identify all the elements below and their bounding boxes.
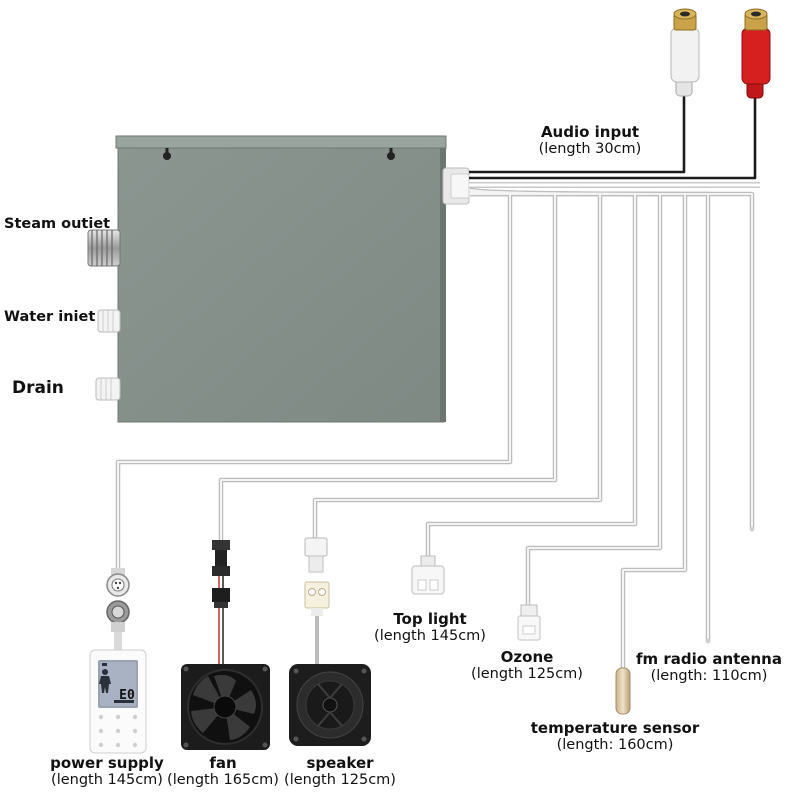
fan-unit [181, 664, 270, 750]
fan-connector-lower [212, 588, 230, 664]
fan-connector-upper [212, 540, 230, 588]
fan-length: (length 165cm) [167, 772, 279, 788]
label-top-light: Top light (length 145cm) [365, 610, 495, 644]
power-supply-name: power supply [50, 754, 164, 772]
speaker-unit [289, 664, 371, 746]
spare-cable-end [749, 526, 755, 532]
speaker-connector-lower [304, 581, 330, 664]
cable-temperature-sensor [470, 191, 688, 668]
speaker-connector-upper [304, 537, 328, 573]
audio-input-length: (length 30cm) [538, 141, 642, 157]
cable-bundle [115, 92, 760, 668]
ozone-connector [517, 604, 541, 641]
label-steam-outlet: Steam outiet [4, 216, 111, 232]
speaker-name: speaker [306, 754, 374, 772]
fan-name: fan [209, 754, 237, 772]
steam-outlet-fitting [87, 229, 121, 267]
fm-antenna-tip [705, 638, 711, 644]
label-audio-input: Audio input (length 30cm) [520, 123, 660, 157]
audio-cable-white [469, 92, 686, 174]
label-water-inlet: Water iniet [4, 309, 96, 325]
fm-radio-antenna-length: (length: 110cm) [650, 668, 768, 684]
cable-top-light [425, 190, 638, 560]
power-supply-connector-male [106, 600, 130, 650]
control-panel-display-code: E0 [119, 688, 135, 703]
cable-ozone [469, 190, 663, 605]
rca-connector-red [741, 8, 771, 99]
rca-connector-white [670, 8, 700, 97]
label-speaker: speaker (length 125cm) [281, 754, 399, 788]
speaker-length: (length 125cm) [284, 772, 396, 788]
label-ozone: Ozone (length 125cm) [462, 648, 592, 682]
drain-fitting [95, 377, 121, 401]
control-panel: E0 [89, 649, 147, 754]
power-supply-connector-female [106, 568, 130, 597]
water-inlet-fitting [97, 309, 121, 333]
temperature-sensor-name: temperature sensor [530, 719, 700, 737]
label-fm-radio-antenna: fm radio antenna (length: 110cm) [634, 650, 784, 684]
label-power-supply: power supply (length 145cm) [48, 754, 166, 788]
cable-fm-antenna [470, 191, 711, 640]
top-light-connector [411, 555, 445, 595]
label-fan: fan (length 165cm) [164, 754, 282, 788]
temperature-sensor-probe [615, 667, 631, 715]
temperature-sensor-length: (length: 160cm) [556, 737, 674, 753]
steam-generator-box [115, 135, 470, 423]
power-supply-length: (length 145cm) [51, 772, 163, 788]
mounting-hole-right [387, 148, 395, 160]
label-temperature-sensor: temperature sensor (length: 160cm) [528, 719, 702, 753]
fm-radio-antenna-name: fm radio antenna [636, 650, 782, 668]
audio-cable-red [469, 95, 757, 180]
mounting-hole-left [163, 148, 171, 160]
cable-gland [442, 167, 470, 205]
top-light-length: (length 145cm) [374, 628, 486, 644]
ozone-name: Ozone [500, 648, 554, 666]
label-drain: Drain [12, 378, 64, 398]
audio-input-name: Audio input [540, 123, 640, 141]
ozone-length: (length 125cm) [471, 666, 583, 682]
top-light-name: Top light [393, 610, 467, 628]
